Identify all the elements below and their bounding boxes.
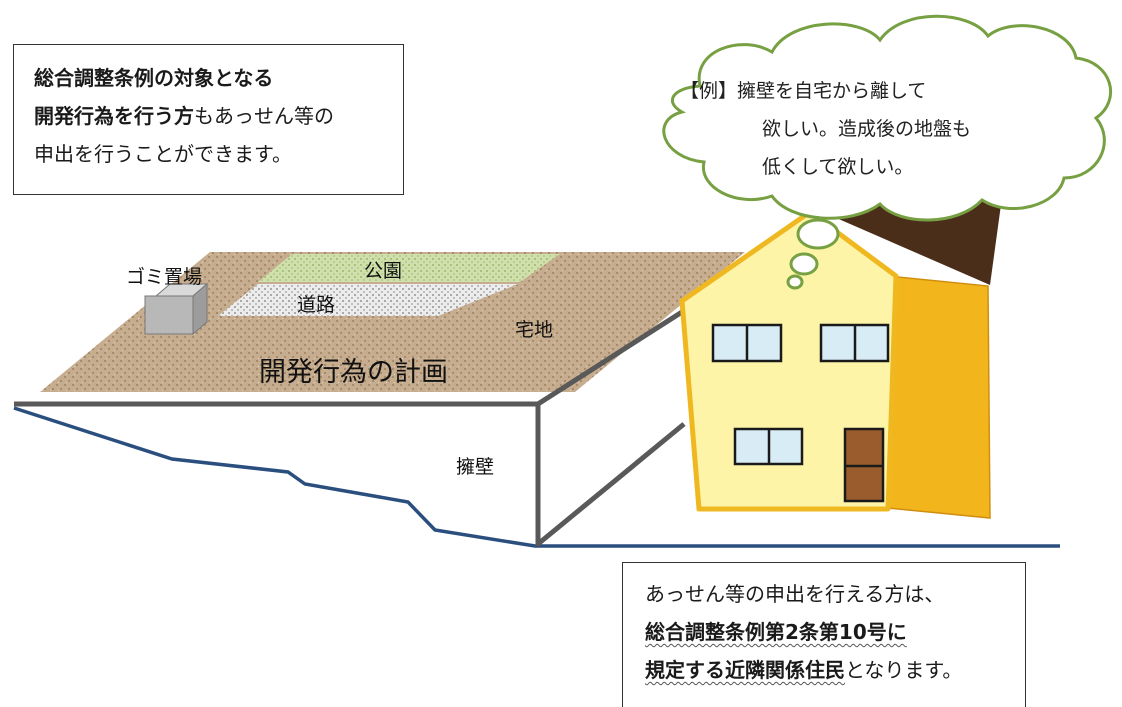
thought-cloud xyxy=(662,14,1113,290)
thought-line-2: 欲しい。造成後の地盤も xyxy=(762,118,972,140)
park-area xyxy=(258,254,560,282)
retaining-wall xyxy=(14,309,686,546)
original-ground-line xyxy=(13,406,1060,548)
cloud-bubble-small xyxy=(786,274,804,290)
road-area xyxy=(218,284,518,316)
note-neighbors-line-3: 規定する近隣関係住民となります。 xyxy=(645,651,1025,689)
thought-line-1: 【例】擁壁を自宅から離して xyxy=(680,80,927,102)
note-developer-line-1: 総合調整条例の対象となる xyxy=(34,66,274,90)
label-development-plan: 開発行為の計画 xyxy=(259,357,448,388)
note-neighbors-line-1: あっせん等の申出を行える方は、 xyxy=(645,582,945,606)
label-park: 公園 xyxy=(364,260,403,282)
label-residential: 宅地 xyxy=(515,319,554,341)
note-neighbors: あっせん等の申出を行える方は、 総合調整条例第2条第10号に 規定する近隣関係住… xyxy=(622,562,1026,707)
note-neighbors-bold: 規定する近隣関係住民 xyxy=(645,658,845,682)
thought-line-3: 低くして欲しい。 xyxy=(762,156,914,178)
house xyxy=(679,190,1003,519)
cloud-bubble-medium xyxy=(789,252,819,276)
note-developer-line-3: 申出を行うことができます。 xyxy=(34,142,292,166)
note-neighbors-line-2: 総合調整条例第2条第10号に xyxy=(645,620,907,644)
label-garbage-station: ゴミ置場 xyxy=(126,266,203,288)
cloud-bubble-large xyxy=(796,218,840,250)
note-developer-line-2: 開発行為を行う方もあっせん等の xyxy=(34,97,403,135)
label-retaining-wall: 擁壁 xyxy=(456,456,495,478)
note-developer-normal: もあっせん等の xyxy=(194,104,334,128)
note-developer: 総合調整条例の対象となる 開発行為を行う方もあっせん等の 申出を行うことができま… xyxy=(13,44,404,195)
note-neighbors-normal: となります。 xyxy=(845,658,963,682)
thought-text: 【例】擁壁を自宅から離して 欲しい。造成後の地盤も 低くして欲しい。 xyxy=(680,72,1060,186)
garbage-box xyxy=(144,282,209,336)
label-road: 道路 xyxy=(297,294,336,316)
note-developer-bold: 開発行為を行う方 xyxy=(34,104,194,128)
residential-lot xyxy=(40,252,745,392)
